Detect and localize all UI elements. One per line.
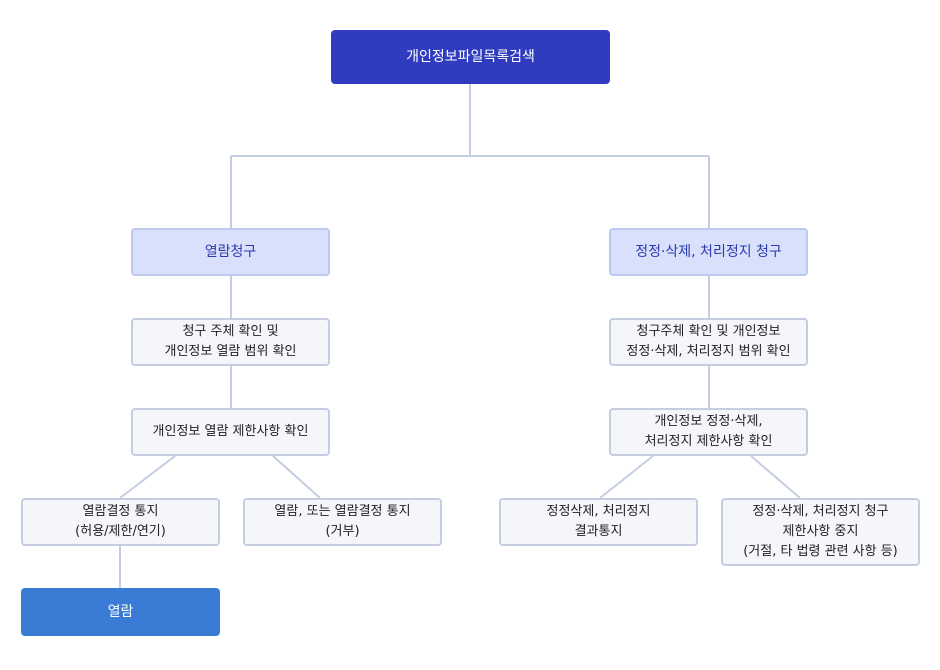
right-stop-line2: 제한사항 중지 <box>782 524 859 539</box>
right-step2-line2: 처리정지 제한사항 확인 <box>644 434 773 449</box>
left-refusal-line2: (거부) <box>325 524 360 539</box>
left-step1-line1: 청구 주체 확인 및 <box>182 324 279 339</box>
left-step1-line2: 개인정보 열람 범위 확인 <box>164 344 297 359</box>
left-step1-node: 청구 주체 확인 및 개인정보 열람 범위 확인 <box>131 318 330 366</box>
left-step2-label: 개인정보 열람 제한사항 확인 <box>152 424 309 439</box>
connector-right-step2-stop <box>750 455 801 499</box>
root-label: 개인정보파일목록검색 <box>406 49 535 65</box>
right-result-line2: 결과통지 <box>574 524 623 539</box>
left-refusal-line1: 열람, 또는 열람결정 통지 <box>274 504 411 519</box>
connector-left-step2-refusal <box>272 455 321 499</box>
left-notice-line2: (허용/제한/연기) <box>75 524 166 539</box>
left-step2-node: 개인정보 열람 제한사항 확인 <box>131 408 330 456</box>
right-result-line1: 정정삭제, 처리정지 <box>546 504 651 519</box>
right-step1-node: 청구주체 확인 및 개인정보 정정·삭제, 처리정지 범위 확인 <box>609 318 808 366</box>
left-final-node: 열람 <box>21 588 220 636</box>
right-stop-node: 정정·삭제, 처리정지 청구 제한사항 중지 (거절, 타 법령 관련 사항 등… <box>721 498 920 566</box>
connector-left-step2-notice <box>119 455 176 499</box>
right-request-label: 정정·삭제, 처리정지 청구 <box>635 244 782 260</box>
left-request-node: 열람청구 <box>131 228 330 276</box>
right-step2-line1: 개인정보 정정·삭제, <box>654 414 763 429</box>
left-notice-line1: 열람결정 통지 <box>82 504 159 519</box>
left-request-label: 열람청구 <box>204 244 257 260</box>
right-result-node: 정정삭제, 처리정지 결과통지 <box>499 498 698 546</box>
left-notice-node: 열람결정 통지 (허용/제한/연기) <box>21 498 220 546</box>
right-request-node: 정정·삭제, 처리정지 청구 <box>609 228 808 276</box>
left-final-label: 열람 <box>107 604 134 620</box>
right-stop-line3: (거절, 타 법령 관련 사항 등) <box>743 544 898 559</box>
right-step1-line1: 청구주체 확인 및 개인정보 <box>636 324 781 339</box>
root-node: 개인정보파일목록검색 <box>331 30 610 84</box>
connector-right-step2-result <box>599 455 654 499</box>
right-step1-line2: 정정·삭제, 처리정지 범위 확인 <box>626 344 791 359</box>
right-step2-node: 개인정보 정정·삭제, 처리정지 제한사항 확인 <box>609 408 808 456</box>
right-stop-line1: 정정·삭제, 처리정지 청구 <box>752 504 889 519</box>
left-refusal-node: 열람, 또는 열람결정 통지 (거부) <box>243 498 442 546</box>
